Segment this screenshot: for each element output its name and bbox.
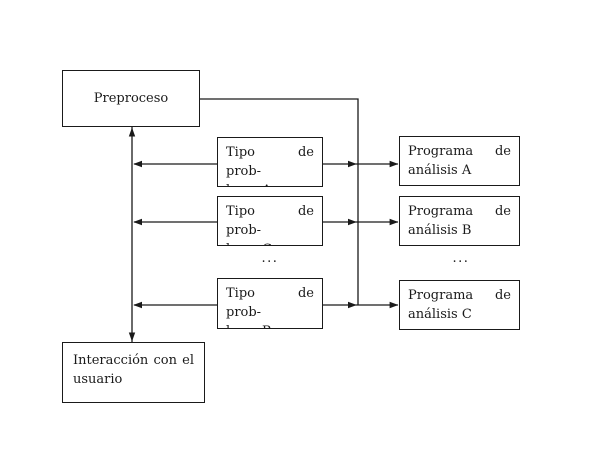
node-programa-analisis-b-line2: análisis B <box>408 223 472 238</box>
arrowhead-bus-row-b <box>348 301 357 309</box>
arrowhead-left-row-a <box>133 160 142 168</box>
arrowhead-bus-row-c <box>348 218 357 226</box>
node-tipo-problema-c-line1: Tipo de prob- <box>226 204 314 238</box>
node-programa-analisis-a-line2: análisis A <box>408 163 472 178</box>
arrowhead-into-programa-c <box>389 301 399 309</box>
node-tipo-problema-a: Tipo de prob- lema A <box>217 137 323 187</box>
node-programa-analisis-c-line2: análisis C <box>408 307 472 322</box>
edge-preproceso-to-bus <box>200 98 359 305</box>
ellipsis-programa-column: ... <box>452 251 470 266</box>
node-programa-analisis-c-line1: Programa de <box>408 288 511 303</box>
node-interaccion-usuario: Interacción con el usuario <box>62 342 205 403</box>
ellipsis-tipo-column: ... <box>261 251 279 266</box>
node-interaccion-usuario-line1: Interacción con el <box>73 353 194 368</box>
node-tipo-problema-c: Tipo de prob- lema C <box>217 196 323 246</box>
arrowhead-left-row-b <box>133 301 142 309</box>
node-preproceso-label: Preproceso <box>93 91 169 106</box>
node-tipo-problema-a-line2: lema A <box>226 181 314 186</box>
node-tipo-problema-a-line1: Tipo de prob- <box>226 145 314 179</box>
arrowhead-up-into-preproceso <box>128 127 136 137</box>
node-programa-analisis-b: Programa de análisis B <box>399 196 520 246</box>
node-tipo-problema-c-line2: lema C <box>226 240 314 245</box>
node-tipo-problema-b: Tipo de prob- lema B <box>217 278 323 329</box>
node-programa-analisis-a-line1: Programa de <box>408 144 511 159</box>
arrowhead-into-programa-a <box>389 160 399 168</box>
node-tipo-problema-b-line1: Tipo de prob- <box>226 286 314 320</box>
node-programa-analisis-a: Programa de análisis A <box>399 136 520 186</box>
node-programa-analisis-c: Programa de análisis C <box>399 280 520 330</box>
arrowhead-bus-row-a <box>348 160 357 168</box>
arrowhead-into-programa-b <box>389 218 399 226</box>
node-interaccion-usuario-line2: usuario <box>73 372 123 387</box>
node-programa-analisis-b-line1: Programa de <box>408 204 511 219</box>
arrowhead-down-into-interaccion <box>128 332 136 342</box>
arrowhead-left-row-c <box>133 218 142 226</box>
node-tipo-problema-b-line2: lema B <box>226 322 314 328</box>
node-preproceso: Preproceso <box>62 70 200 127</box>
